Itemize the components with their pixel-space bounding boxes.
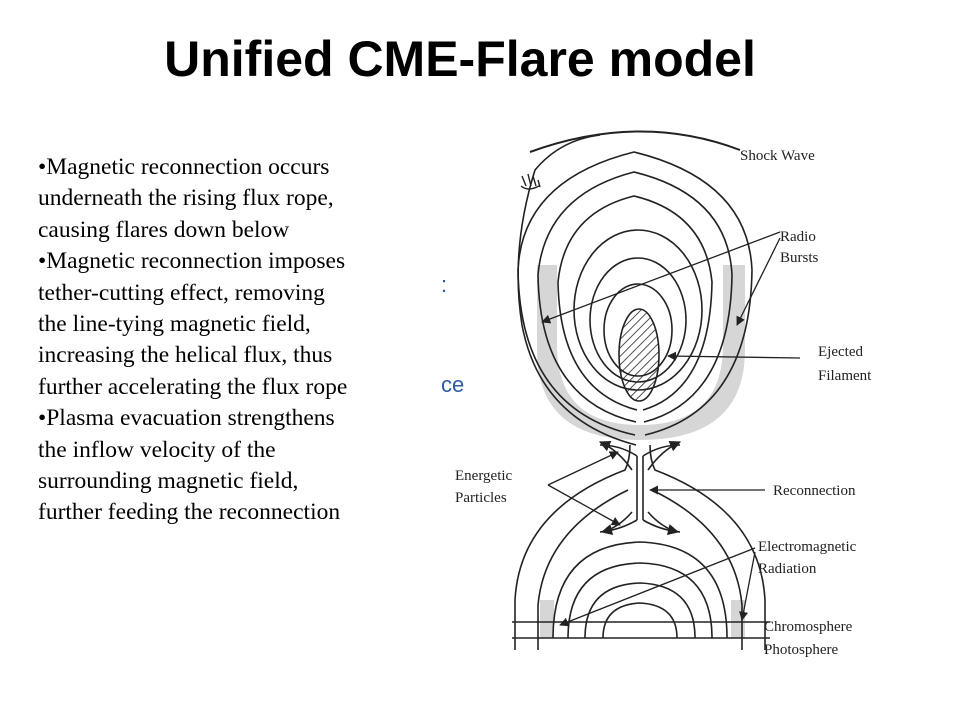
label-energetic: Energetic [455,468,513,484]
label-ejected: Ejected [818,344,863,360]
lower-loop-arcs [552,541,728,639]
bullet-line: tether-cutting effect, removing [38,279,325,306]
hand-cursor-icon [520,173,541,190]
bullet-list: •Magnetic reconnection occurs underneath… [38,152,468,529]
bullet-tether-cutting: •Magnetic reconnection imposes tether-cu… [38,246,468,403]
label-radiation: Radiation [758,561,817,577]
pointer-arrows [541,231,801,627]
slide-title: Unified CME-Flare model [164,31,756,87]
upper-field-lines [517,151,753,436]
bullet-line: causing flares down below [38,216,290,243]
bullet-reconnection-below: •Magnetic reconnection occurs underneath… [38,152,468,246]
shaded-footpoint-left [540,600,554,638]
bullet-line: the inflow velocity of the [38,436,276,463]
bullet-line: •Plasma evacuation strengthens [38,405,335,432]
label-radio: Radio [780,229,816,245]
label-bursts: Bursts [780,250,819,266]
bullet-line: increasing the helical flux, thus [38,342,333,369]
label-filament: Filament [818,368,872,384]
overlay-fragment-ce: ce [441,372,465,397]
shaded-cavity [537,265,745,440]
ejected-filament [618,308,660,402]
overlay-fragment-colon: : [441,272,448,297]
shaded-footpoint-right [731,600,745,638]
label-chromosphere: Chromosphere [764,619,853,635]
bullet-line: underneath the rising flux rope, [38,185,334,212]
reconnection-xpoint [599,444,681,533]
bullet-line: further accelerating the flux rope [38,373,348,400]
shock-wave-arc [529,130,741,153]
label-reconnection: Reconnection [773,483,856,499]
bullet-line: •Magnetic reconnection occurs [38,154,330,180]
bullet-plasma-evacuation: •Plasma evacuation strengthens the inflo… [38,403,468,529]
bullet-line: further feeding the reconnection [38,499,341,526]
bullet-line: the line-tying magnetic field, [38,311,311,338]
label-particles: Particles [455,490,507,506]
label-electromagnetic: Electromagnetic [758,539,857,555]
bullet-line: •Magnetic reconnection imposes [38,248,346,275]
hourglass-field-lines [514,134,766,650]
bullet-line: surrounding magnetic field, [38,468,299,495]
label-shock-wave: Shock Wave [740,148,815,164]
label-photosphere: Photosphere [764,642,839,658]
